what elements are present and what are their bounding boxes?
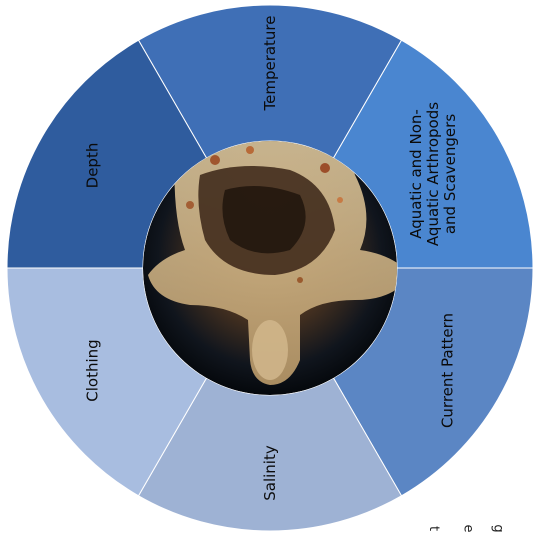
label-clothing: Clothing [83, 339, 101, 401]
label-line: Current Pattern [438, 313, 456, 428]
edge-char: g [492, 524, 505, 532]
label-line: Aquatic Arthropods [423, 102, 441, 246]
label-line: Temperature [261, 15, 279, 111]
label-line: Salinity [261, 445, 279, 501]
label-line: Depth [83, 143, 101, 189]
edge-char: t [427, 526, 440, 531]
label-arthropods: Aquatic and Non-Aquatic Arthropodsand Sc… [406, 102, 458, 246]
label-line: Aquatic and Non- [406, 109, 424, 239]
label-temperature: Temperature [261, 15, 279, 111]
label-depth: Depth [83, 143, 101, 189]
edge-char: e [462, 525, 475, 533]
label-line: Clothing [83, 339, 101, 401]
label-salinity: Salinity [261, 445, 279, 501]
label-current: Current Pattern [438, 313, 456, 428]
label-line: and Scavengers [440, 114, 458, 234]
